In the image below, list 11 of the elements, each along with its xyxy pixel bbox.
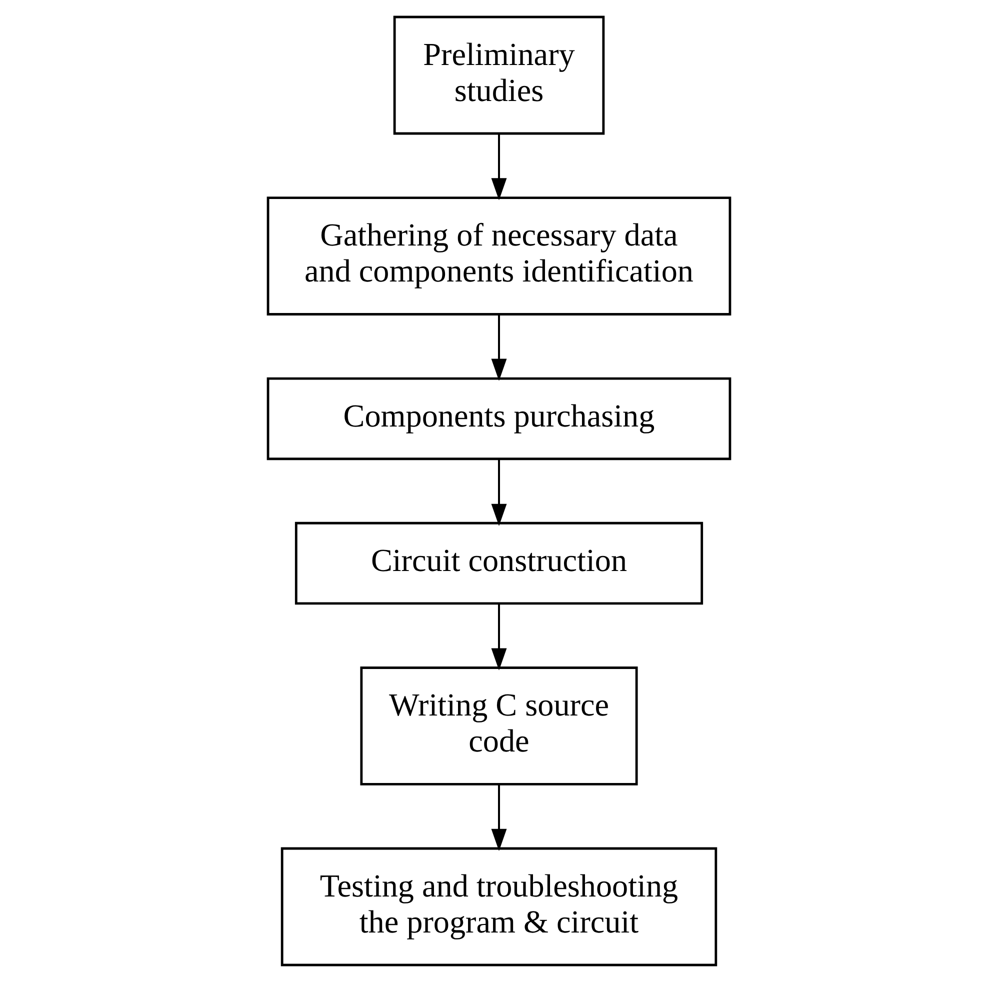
arrow (491, 314, 507, 381)
arrow (491, 784, 507, 851)
arrow (491, 604, 507, 670)
arrow (491, 459, 507, 526)
node-box: Preliminary studies (393, 16, 605, 135)
node-box: Writing C source code (360, 666, 638, 786)
node-box: Circuit construction (294, 522, 704, 605)
arrow (491, 134, 507, 200)
node-box: Testing and troubleshooting the program & circuit (280, 847, 718, 966)
node-box: Gathering of necessary data and components identification (266, 196, 732, 316)
node-box: Components purchasing (266, 377, 732, 460)
